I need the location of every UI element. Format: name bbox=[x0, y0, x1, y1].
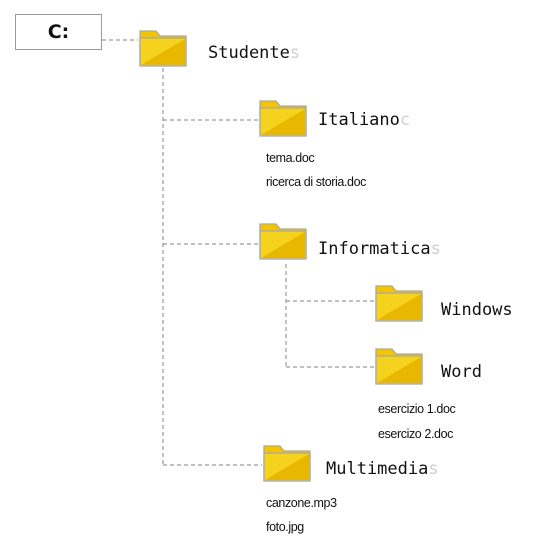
folder-label-studente[interactable]: Studentes bbox=[208, 43, 301, 63]
file-item[interactable]: esercizio 1.doc bbox=[378, 402, 456, 416]
folder-icon[interactable] bbox=[262, 440, 314, 484]
file-item[interactable]: canzone.mp3 bbox=[266, 496, 337, 510]
folder-label-informatica[interactable]: Informaticas bbox=[318, 239, 441, 259]
file-item[interactable]: tema.doc bbox=[266, 151, 315, 165]
drive-c-box[interactable]: C: bbox=[15, 14, 102, 50]
folder-label-multimedia[interactable]: Multimedias bbox=[326, 459, 439, 479]
file-item[interactable]: esercizo 2.doc bbox=[378, 427, 453, 441]
folder-icon[interactable] bbox=[374, 280, 426, 324]
folder-label-italiano[interactable]: Italianoc bbox=[318, 110, 411, 130]
folder-icon[interactable] bbox=[374, 343, 426, 387]
file-item[interactable]: ricerca di storia.doc bbox=[266, 175, 366, 189]
file-item[interactable]: foto.jpg bbox=[266, 520, 304, 534]
folder-icon[interactable] bbox=[258, 218, 310, 262]
folder-icon[interactable] bbox=[258, 95, 310, 139]
folder-icon[interactable] bbox=[138, 25, 190, 69]
folder-label-windows[interactable]: Windows bbox=[441, 300, 513, 320]
folder-label-word[interactable]: Word bbox=[441, 362, 482, 382]
drive-label: C: bbox=[47, 21, 70, 43]
